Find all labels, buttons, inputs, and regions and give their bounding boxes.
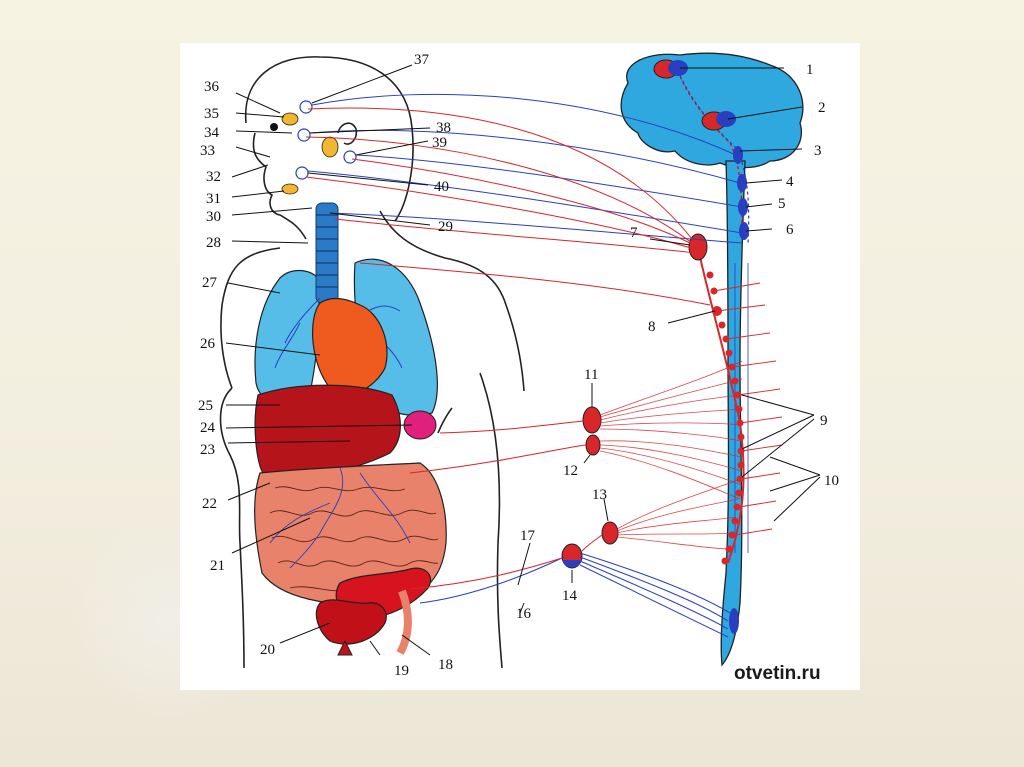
autonomic-nervous-system-diagram: 1 2 3 4 5 6 7 8 9 10 11 12 13 14 15 16 1… (180, 43, 860, 690)
pelvic-ganglion-blue (562, 560, 582, 568)
label-35: 35 (204, 106, 219, 122)
superior-mesenteric-ganglion (586, 435, 600, 455)
label-9: 9 (820, 413, 828, 429)
label-37: 37 (414, 52, 430, 68)
label-20: 20 (260, 642, 275, 658)
label-36: 36 (204, 79, 220, 95)
label-6: 6 (786, 222, 794, 238)
front-torso-outline (221, 388, 245, 668)
label-16: 16 (516, 606, 532, 622)
face-profile (253, 133, 306, 239)
label-4: 4 (786, 174, 794, 190)
label-1: 1 (806, 62, 814, 78)
sacral-nucleus (729, 608, 739, 634)
label-33: 33 (200, 143, 215, 159)
parotid-gland (322, 137, 338, 157)
label-5: 5 (778, 196, 786, 212)
lacrimal-gland (282, 113, 298, 125)
label-21: 21 (210, 558, 225, 574)
uterus (316, 600, 386, 644)
label-27: 27 (202, 275, 218, 291)
ear-outline (338, 123, 356, 144)
label-31: 31 (206, 191, 221, 207)
diagram-svg: 1 2 3 4 5 6 7 8 9 10 11 12 13 14 15 16 1… (180, 43, 860, 690)
brain (621, 53, 803, 168)
label-13: 13 (592, 487, 607, 503)
label-28: 28 (206, 235, 221, 251)
label-8: 8 (648, 319, 656, 335)
label-3: 3 (814, 143, 822, 159)
label-10: 10 (824, 473, 839, 489)
submandibular-gland (282, 184, 298, 194)
celiac-ganglion (583, 407, 601, 433)
label-30: 30 (206, 209, 221, 225)
label-24: 24 (200, 420, 216, 436)
eye (270, 123, 278, 131)
label-23: 23 (200, 442, 215, 458)
rectum (400, 591, 408, 653)
label-7: 7 (630, 225, 638, 241)
watermark-text: otvetin.ru (734, 663, 821, 684)
trachea (316, 203, 338, 303)
arm-line (438, 408, 452, 433)
label-11: 11 (584, 367, 598, 383)
label-32: 32 (206, 169, 221, 185)
label-18: 18 (438, 657, 453, 673)
label-40: 40 (434, 179, 449, 195)
label-25: 25 (198, 398, 213, 414)
back-torso-outline (480, 373, 502, 668)
label-26: 26 (200, 336, 216, 352)
label-17: 17 (520, 528, 536, 544)
inferior-mesenteric-ganglion (602, 522, 618, 544)
liver (255, 385, 400, 478)
label-14: 14 (562, 588, 578, 604)
label-39: 39 (432, 135, 447, 151)
label-2: 2 (818, 100, 826, 116)
label-34: 34 (204, 125, 220, 141)
splanchnic-fibers (600, 361, 742, 549)
label-19: 19 (394, 663, 409, 679)
label-29: 29 (438, 219, 453, 235)
label-12: 12 (563, 463, 578, 479)
label-22: 22 (202, 496, 217, 512)
label-38: 38 (436, 120, 451, 136)
